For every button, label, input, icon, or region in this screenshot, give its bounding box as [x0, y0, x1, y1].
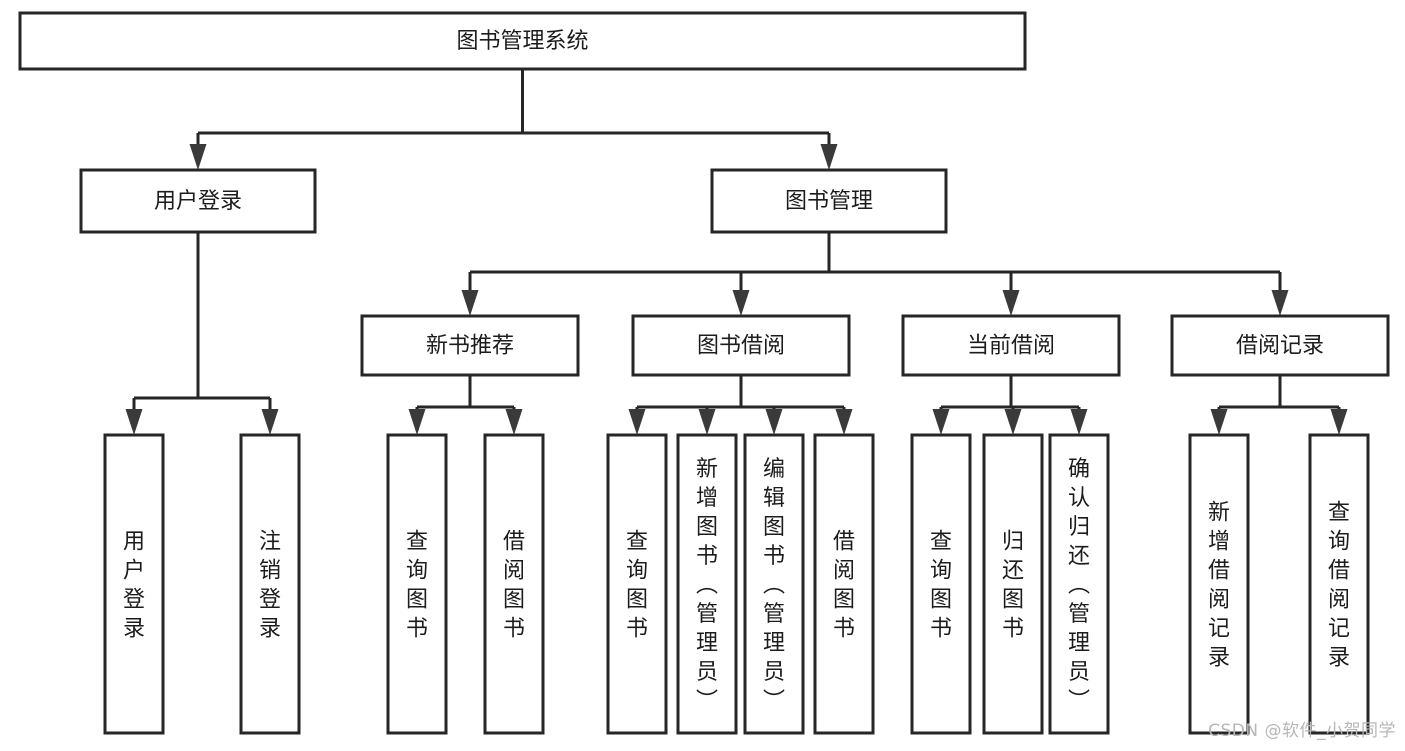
node-label-l-query3: 查询图书 [930, 530, 952, 642]
edge-group-borrow [628, 375, 853, 435]
node-bookmgmt[interactable]: 图书管理 [710, 168, 948, 234]
node-l-edit[interactable]: 编辑图书︵管理员︶ [743, 433, 805, 735]
node-box-l-query2[interactable] [606, 433, 668, 735]
node-label-l-borrow1: 借阅图书 [503, 530, 525, 642]
node-box-l-query1[interactable] [386, 433, 448, 735]
node-label-l-confirm: 确认归还︵管理员︶ [1068, 457, 1090, 714]
node-l-borrow1[interactable]: 借阅图书 [483, 433, 545, 735]
nodes-layer: 图书管理系统用户登录图书管理新书推荐图书借阅当前借阅借阅记录用户登录注销登录查询… [18, 11, 1390, 735]
edges-layer [125, 69, 1348, 435]
node-l-borrow2[interactable]: 借阅图书 [813, 433, 875, 735]
edge-group-current [932, 375, 1088, 435]
node-box-root[interactable] [18, 11, 1027, 71]
node-box-records[interactable] [1170, 314, 1390, 377]
node-label-root: 图书管理系统 [456, 29, 588, 54]
edge-group-newbook [408, 375, 523, 435]
node-label-current: 当前借阅 [967, 334, 1055, 359]
node-l-confirm[interactable]: 确认归还︵管理员︶ [1048, 433, 1110, 735]
node-box-borrow[interactable] [631, 314, 851, 377]
node-l-add[interactable]: 新增图书︵管理员︶ [676, 433, 738, 735]
edge-group-login [125, 232, 279, 435]
node-box-l-logout[interactable] [239, 433, 301, 735]
node-label-l-query2: 查询图书 [626, 530, 648, 642]
node-label-l-addrec: 新增借阅记录 [1208, 501, 1230, 671]
node-box-l-confirm[interactable] [1048, 433, 1110, 735]
node-label-l-return: 归还图书 [1002, 530, 1024, 642]
node-box-l-query3[interactable] [910, 433, 972, 735]
node-label-l-logout: 注销登录 [259, 530, 281, 642]
node-l-addrec[interactable]: 新增借阅记录 [1188, 433, 1250, 735]
node-box-l-borrow2[interactable] [813, 433, 875, 735]
node-l-return[interactable]: 归还图书 [982, 433, 1044, 735]
node-label-l-borrow2: 借阅图书 [833, 530, 855, 642]
node-box-current[interactable] [901, 314, 1121, 377]
node-borrow[interactable]: 图书借阅 [631, 314, 851, 377]
node-label-login: 用户登录 [154, 189, 242, 214]
node-l-queryrec[interactable]: 查询借阅记录 [1308, 433, 1370, 735]
node-box-bookmgmt[interactable] [710, 168, 948, 234]
node-records[interactable]: 借阅记录 [1170, 314, 1390, 377]
node-box-l-addrec[interactable] [1188, 433, 1250, 735]
node-label-records: 借阅记录 [1236, 334, 1324, 359]
node-label-newbook: 新书推荐 [426, 334, 514, 359]
node-box-login[interactable] [79, 168, 317, 234]
node-l-logout[interactable]: 注销登录 [239, 433, 301, 735]
node-label-borrow: 图书借阅 [697, 334, 785, 359]
node-box-l-login[interactable] [103, 433, 165, 735]
node-label-l-add: 新增图书︵管理员︶ [696, 457, 718, 714]
node-current[interactable]: 当前借阅 [901, 314, 1121, 377]
node-l-query2[interactable]: 查询图书 [606, 433, 668, 735]
edge-group-records [1210, 375, 1348, 435]
node-box-l-borrow1[interactable] [483, 433, 545, 735]
node-root[interactable]: 图书管理系统 [18, 11, 1027, 71]
node-newbook[interactable]: 新书推荐 [360, 314, 580, 377]
edge-group-root [189, 69, 838, 170]
node-box-l-queryrec[interactable] [1308, 433, 1370, 735]
node-l-query1[interactable]: 查询图书 [386, 433, 448, 735]
node-box-l-edit[interactable] [743, 433, 805, 735]
node-login[interactable]: 用户登录 [79, 168, 317, 234]
edge-group-bookmgmt [461, 232, 1289, 316]
node-l-query3[interactable]: 查询图书 [910, 433, 972, 735]
node-box-l-return[interactable] [982, 433, 1044, 735]
node-label-l-edit: 编辑图书︵管理员︶ [763, 457, 785, 714]
node-label-l-query1: 查询图书 [406, 530, 428, 642]
node-label-l-login: 用户登录 [123, 530, 145, 642]
node-label-bookmgmt: 图书管理 [785, 189, 873, 214]
node-label-l-queryrec: 查询借阅记录 [1328, 501, 1350, 671]
node-box-newbook[interactable] [360, 314, 580, 377]
node-l-login[interactable]: 用户登录 [103, 433, 165, 735]
node-box-l-add[interactable] [676, 433, 738, 735]
